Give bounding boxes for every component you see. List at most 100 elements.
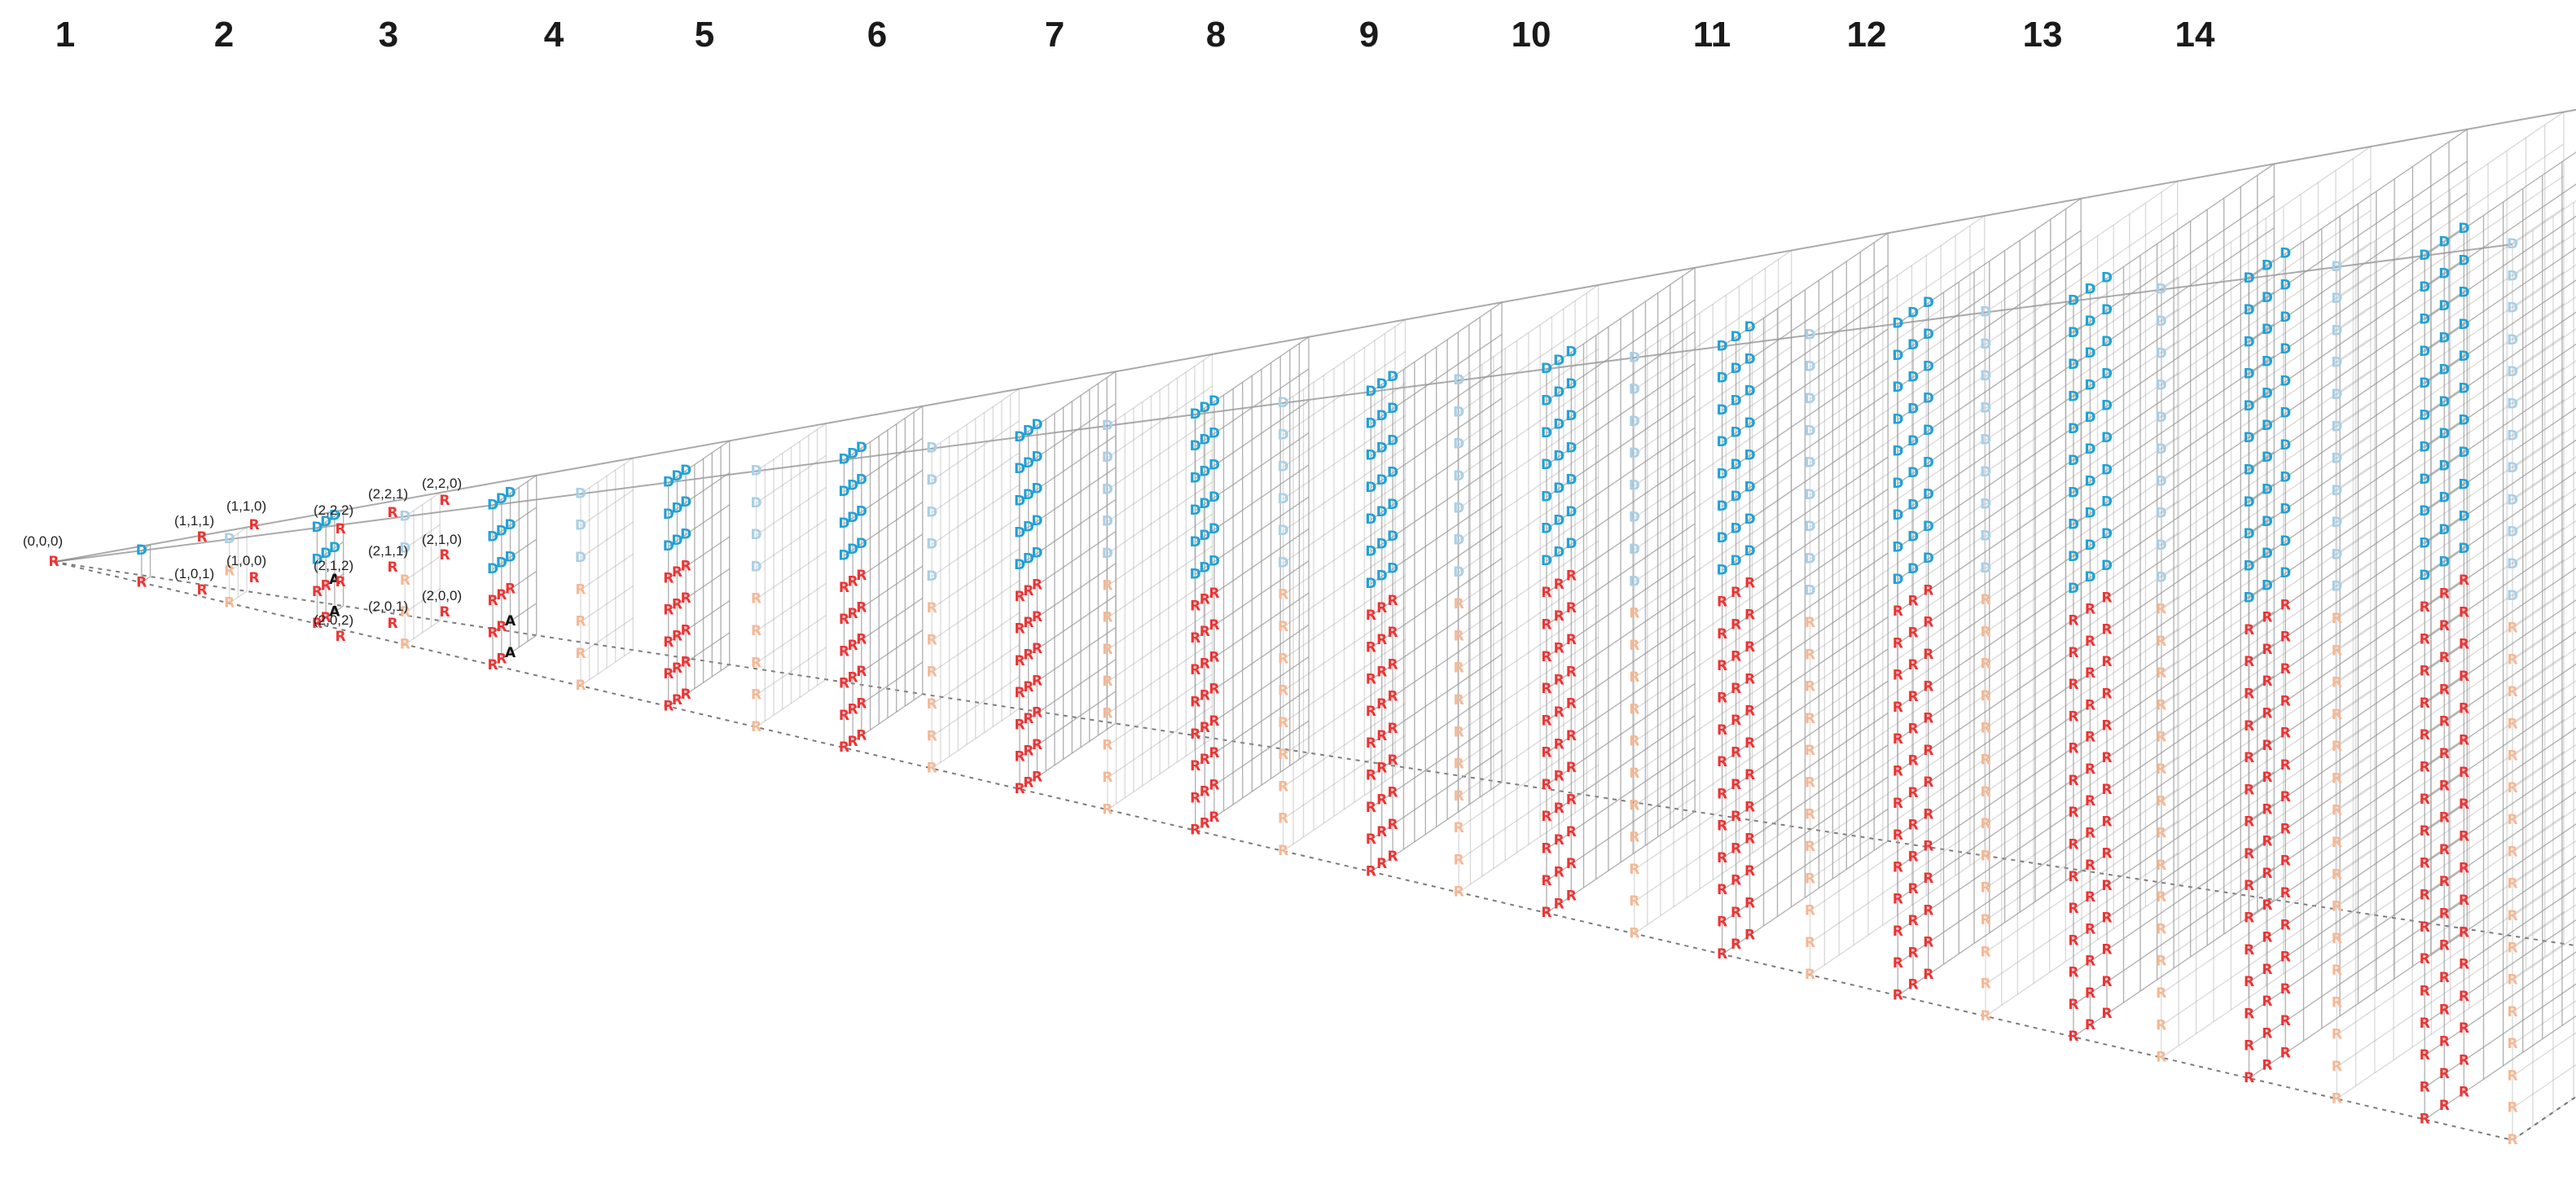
lattice-node: R [1554, 897, 1564, 913]
lattice-node: D [1199, 559, 1210, 576]
lattice-node: R [2280, 1045, 2291, 1061]
lattice-node: R [1541, 777, 1551, 793]
lattice-node: D [2331, 483, 2342, 499]
lattice-node: D [504, 549, 516, 565]
lattice-node: R [196, 582, 207, 599]
lattice-node: R [2101, 782, 2112, 798]
lattice-node: R [1278, 747, 1288, 763]
lattice-node: R [1278, 715, 1288, 731]
grid-line [1458, 604, 1599, 701]
lattice-node: D [1565, 440, 1577, 456]
lattice-node: D [1376, 536, 1388, 552]
lattice-node: R [1388, 752, 1398, 769]
grid-line [1019, 467, 1117, 534]
lattice-node: R [1190, 790, 1200, 806]
lattice-node: D [1923, 423, 1934, 439]
grid-line [1810, 791, 1986, 912]
lattice-node: R [1629, 606, 1639, 622]
lattice-node: R [2280, 629, 2291, 646]
lattice-node: D [2243, 302, 2254, 318]
lattice-node: R [387, 616, 397, 632]
lattice-node: D [2068, 389, 2079, 406]
lattice-node: D [2156, 378, 2167, 394]
lattice-node: D [2280, 373, 2291, 389]
lattice-node: R [1907, 721, 1918, 737]
coord-label-220: (2,2,0) [422, 476, 462, 491]
lattice-node: R [681, 622, 691, 638]
lattice-node: D [2438, 266, 2450, 283]
lattice-node: D [2243, 463, 2254, 479]
lattice-node: R [1731, 616, 1741, 633]
coord-label-101: (1,0,1) [174, 566, 214, 581]
grid-line [756, 519, 827, 568]
lattice-node: R [1566, 600, 1577, 616]
lattice-node: D [1209, 521, 1220, 537]
step-label-9: 9 [1358, 15, 1380, 55]
grid-line [1458, 476, 1599, 573]
lattice-node: R [927, 600, 937, 616]
grid-line [1458, 444, 1599, 542]
lattice-node: D [1453, 404, 1464, 420]
lattice-node: D [1014, 461, 1025, 477]
grid-line [1458, 284, 1599, 381]
lattice-node: R [1731, 777, 1741, 793]
lattice-node: D [1717, 467, 1728, 483]
lattice-node: R [663, 699, 674, 715]
lattice-node: D [1199, 400, 1210, 416]
grid-line [1810, 311, 1986, 432]
lattice-node: D [1744, 319, 1755, 336]
grid-line [1810, 343, 1986, 464]
lattice-node: R [400, 636, 410, 652]
lattice-node: R [575, 581, 586, 598]
lattice-node: R [2262, 962, 2272, 978]
lattice-node: A [505, 645, 516, 661]
coord-label-000: (0,0,0) [23, 533, 63, 549]
grid-line [1985, 884, 2179, 1017]
grid-line [2161, 657, 2372, 802]
lattice-node: R [1566, 568, 1577, 584]
lattice-node: D [1209, 489, 1220, 506]
lattice-node: R [1566, 728, 1577, 744]
lattice-node: D [751, 463, 762, 480]
lattice-node: R [1209, 713, 1219, 730]
grid-line [1019, 722, 1117, 790]
grid-line [2336, 911, 2565, 1068]
lattice-node: R [2068, 837, 2078, 853]
lattice-node: D [1731, 520, 1742, 537]
lattice-node: R [2507, 876, 2517, 893]
lattice-node: R [2101, 1006, 2112, 1022]
lattice-node: D [1365, 511, 1376, 528]
lattice-node: R [1278, 811, 1288, 827]
lattice-node: D [1387, 465, 1398, 481]
coord-label-110: (1,1,0) [226, 498, 266, 514]
lattice-node: D [1199, 528, 1210, 544]
grid-line [1458, 668, 1599, 765]
lattice-node: R [2459, 604, 2469, 621]
grid-line [580, 649, 634, 687]
lattice-node: R [2156, 921, 2166, 937]
lattice-node: R [1554, 769, 1564, 785]
lattice-node: D [1892, 476, 1903, 492]
lattice-node: R [196, 529, 207, 546]
lattice-node: D [1365, 448, 1376, 464]
lattice-node: R [672, 692, 682, 708]
lattice-node: D [2458, 476, 2469, 493]
grid-line [2512, 616, 2576, 661]
lattice-node: R [1923, 806, 1933, 822]
lattice-node: R [1907, 881, 1918, 897]
lattice-node: R [1923, 615, 1933, 631]
lattice-node: R [1102, 673, 1112, 690]
lattice-node: R [1209, 777, 1219, 793]
grid-line [931, 676, 1020, 737]
lattice-node: D [1387, 529, 1398, 545]
lattice-node: R [1923, 839, 1933, 855]
lattice-node: D [1717, 562, 1728, 578]
lattice-node: R [575, 614, 586, 630]
grid-line [1283, 479, 1406, 564]
step-label-10: 10 [1511, 15, 1551, 55]
lattice-node: D [1892, 540, 1903, 556]
lattice-node: R [387, 559, 397, 576]
lattice-node: R [1907, 753, 1918, 770]
grid-line [580, 489, 634, 527]
lattice-node: R [751, 623, 761, 639]
